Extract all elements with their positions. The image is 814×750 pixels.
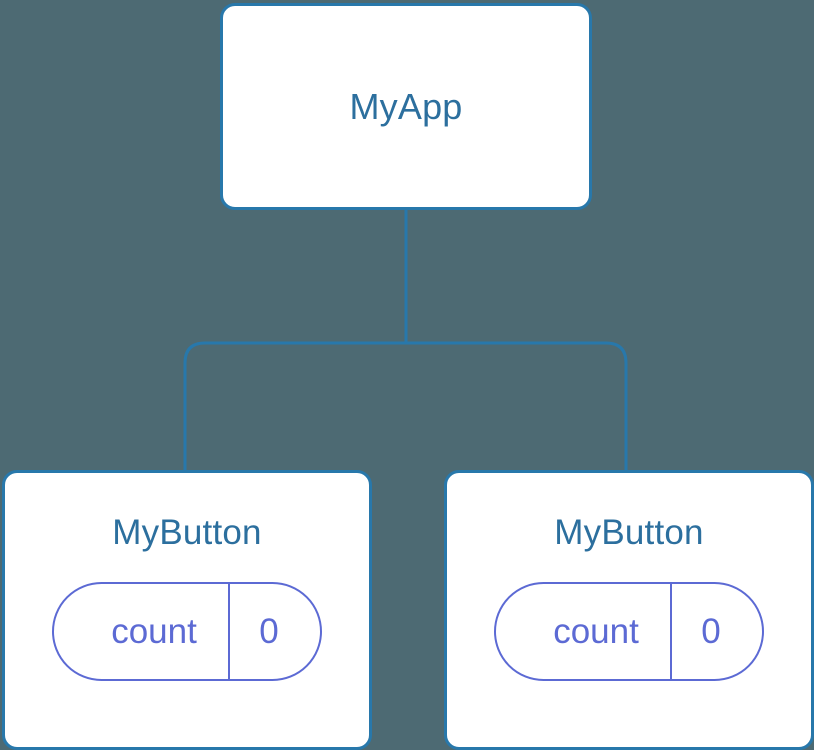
connector-lines	[183, 209, 628, 470]
connector-child-branches	[183, 341, 628, 470]
state-pill[interactable]: count 0	[52, 582, 322, 681]
state-pill[interactable]: count 0	[494, 582, 764, 681]
component-node-mybutton-1[interactable]: MyButton count 0	[2, 470, 372, 750]
component-title: MyApp	[349, 85, 463, 127]
component-node-myapp[interactable]: MyApp	[220, 3, 592, 210]
state-value: 0	[259, 612, 279, 651]
state-value: 0	[701, 612, 721, 651]
state-key: count	[553, 612, 639, 651]
state-pill-divider	[670, 584, 672, 679]
state-key: count	[111, 612, 197, 651]
state-pill-divider	[228, 584, 230, 679]
component-node-mybutton-2[interactable]: MyButton count 0	[444, 470, 814, 750]
component-title: MyButton	[554, 513, 704, 552]
component-title: MyButton	[112, 513, 262, 552]
component-tree-canvas: MyApp MyButton count 0 MyButton count 0	[2, 3, 814, 750]
